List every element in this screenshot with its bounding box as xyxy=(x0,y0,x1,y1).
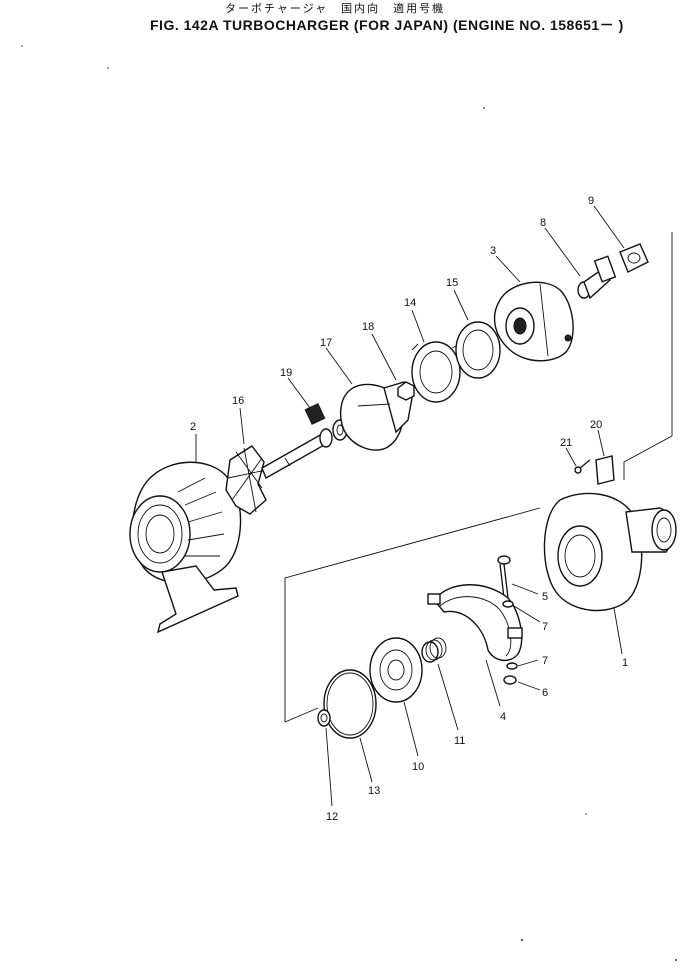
callout-7-lower: 7 xyxy=(542,655,548,667)
compressor-housing[interactable] xyxy=(129,461,242,634)
v-band-clamp[interactable] xyxy=(427,584,523,661)
cover-plate[interactable] xyxy=(595,455,615,485)
callout-12: 12 xyxy=(326,811,338,823)
o-ring[interactable] xyxy=(323,669,377,739)
callout-5: 5 xyxy=(542,591,548,603)
callout-19: 19 xyxy=(280,367,292,379)
washer-lower[interactable] xyxy=(506,662,518,670)
center-housing[interactable] xyxy=(493,281,574,362)
shaft-nut[interactable] xyxy=(397,381,415,401)
small-seal-ring[interactable] xyxy=(317,709,331,727)
callout-11: 11 xyxy=(454,735,465,747)
callout-14: 14 xyxy=(404,297,416,309)
thrust-collar[interactable] xyxy=(304,403,348,448)
callout-8: 8 xyxy=(540,217,546,229)
washer-upper[interactable] xyxy=(502,600,514,608)
assembly-boundary-tick xyxy=(284,707,319,723)
callout-10: 10 xyxy=(412,761,424,773)
clamp-nut[interactable] xyxy=(503,675,517,685)
callout-18: 18 xyxy=(362,321,374,333)
callout-3: 3 xyxy=(490,245,496,257)
callout-9: 9 xyxy=(588,195,594,207)
callout-1: 1 xyxy=(622,657,628,669)
clamp-bolt[interactable] xyxy=(497,555,511,599)
callout-15: 15 xyxy=(446,277,458,289)
assembly-boundary xyxy=(623,232,673,480)
title-japanese: ターボチャージャ 国内向 適用号機 xyxy=(225,2,446,15)
gasket-ring[interactable] xyxy=(455,321,501,379)
callout-labels: 1 2 3 4 5 6 7 7 8 9 10 11 12 13 14 15 16… xyxy=(190,195,628,823)
figure-title: FIG. 142A TURBOCHARGER (FOR JAPAN) (ENGI… xyxy=(150,17,624,33)
assembly-boundary-lower xyxy=(284,507,541,722)
callout-6: 6 xyxy=(542,687,548,699)
flange-gasket[interactable] xyxy=(619,243,649,273)
callout-13: 13 xyxy=(368,785,380,797)
cover-bolt[interactable] xyxy=(574,459,591,474)
callout-16: 16 xyxy=(232,395,244,407)
turbine-housing[interactable] xyxy=(543,492,677,612)
callout-7-upper: 7 xyxy=(542,621,548,633)
insert-ring[interactable] xyxy=(411,341,461,403)
leader-lines xyxy=(195,205,625,807)
coil-spring[interactable] xyxy=(421,637,447,663)
callout-21: 21 xyxy=(560,437,572,449)
callout-4: 4 xyxy=(500,711,506,723)
callout-2: 2 xyxy=(190,421,196,433)
nozzle-ring[interactable] xyxy=(369,637,423,703)
scan-specks xyxy=(21,45,677,961)
oil-pipe[interactable] xyxy=(577,255,617,300)
callout-17: 17 xyxy=(320,337,332,349)
callout-20: 20 xyxy=(590,419,602,431)
turbine-wheel-shaft[interactable] xyxy=(225,432,327,515)
